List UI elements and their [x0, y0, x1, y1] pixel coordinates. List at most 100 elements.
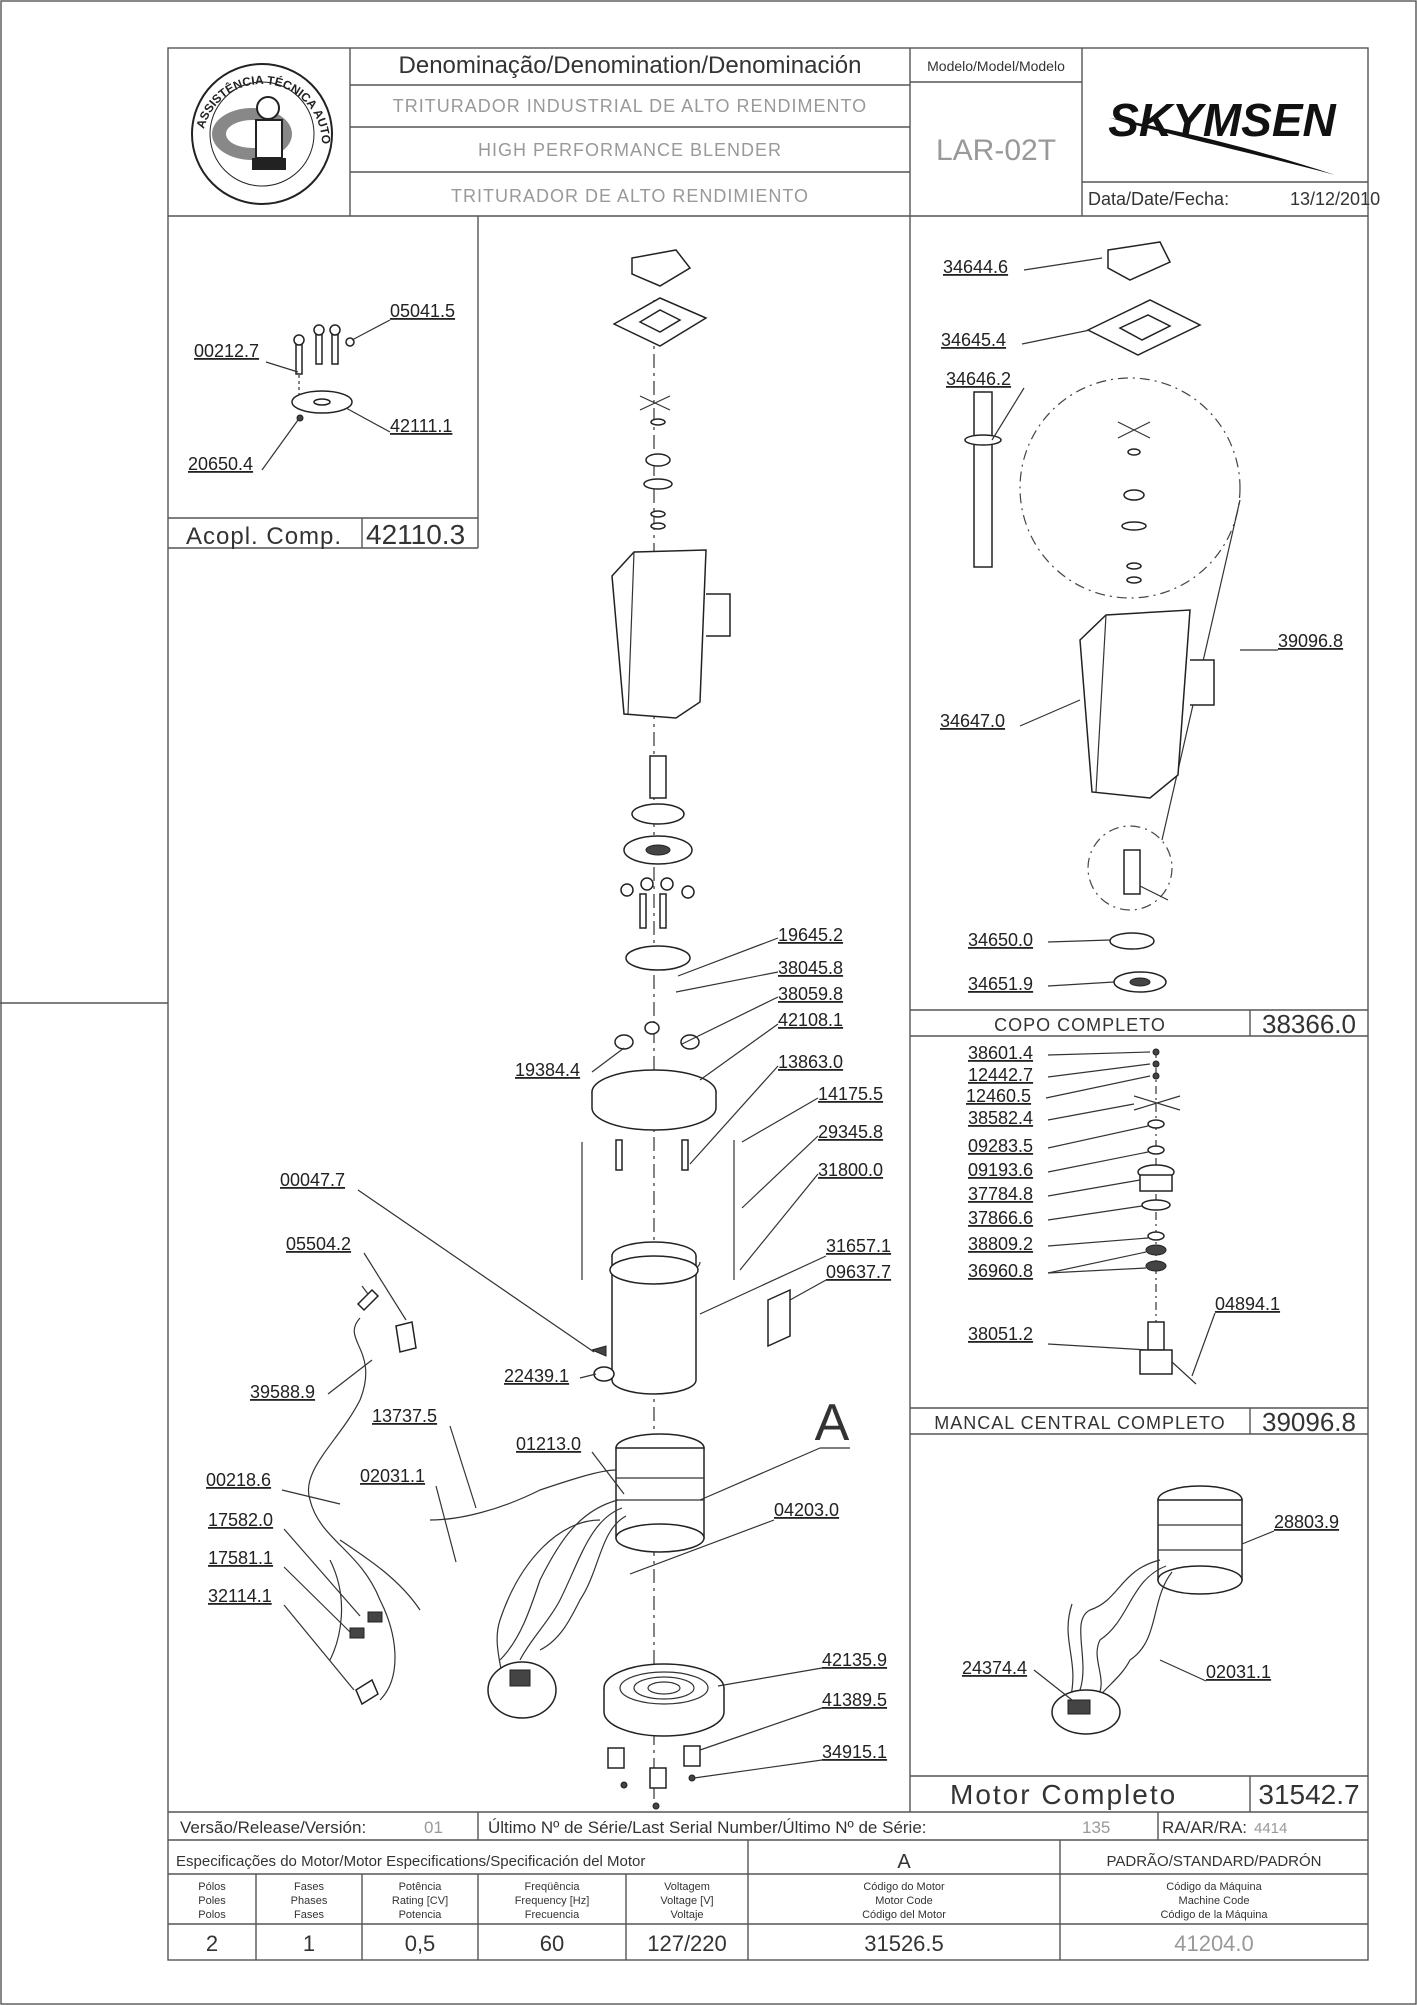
part-label: 24374.4: [962, 1658, 1027, 1678]
col-header-phases: Fases: [294, 1881, 324, 1893]
phases-value: 1: [303, 1931, 315, 1956]
model-value: LAR-02T: [936, 134, 1056, 167]
part-label: 17581.1: [208, 1548, 273, 1568]
part-label: 34651.9: [968, 974, 1033, 994]
bearing-code: 39096.8: [1262, 1407, 1356, 1437]
part-label: 02031.1: [1206, 1662, 1271, 1682]
part-label: 19384.4: [515, 1060, 580, 1080]
part-label: 38601.4: [968, 1043, 1033, 1063]
motor-drawing: [1051, 1485, 1243, 1735]
col-header-frequency: Frequency [Hz]: [515, 1895, 590, 1907]
brand-wordmark: SKYMSEN: [1108, 94, 1336, 146]
standard-label: PADRÃO/STANDARD/PADRÓN: [1106, 1853, 1321, 1870]
description-es: TRITURADOR DE ALTO RENDIMIENTO: [451, 186, 809, 206]
col-header-machine-code: Código da Máquina: [1166, 1881, 1262, 1893]
part-label: 42135.9: [822, 1650, 887, 1670]
part-label: 36960.8: [968, 1261, 1033, 1281]
coupling-exploded-drawing: [291, 324, 355, 422]
rating-value: 0,5: [405, 1931, 436, 1956]
part-label: 05041.5: [390, 301, 455, 321]
part-label: 39588.9: [250, 1382, 315, 1402]
bearing-exploded-drawing: [1133, 1048, 1197, 1385]
main-part-labels-left: 19384.4 00047.7 05504.2 39588.9 22439.1 …: [206, 1047, 625, 1691]
detail-mark-a: A: [815, 1394, 850, 1452]
main-part-labels-right: 19645.2 38045.8 38059.8 42108.1 13863.0 …: [629, 925, 891, 1779]
part-label: 42111.1: [390, 416, 452, 436]
col-header-rating: Rating [CV]: [392, 1895, 448, 1907]
part-label: 38582.4: [968, 1108, 1033, 1128]
part-label: 12460.5: [966, 1086, 1031, 1106]
col-header-rating: Potência: [399, 1881, 443, 1893]
col-header-frequency: Freqüência: [524, 1881, 580, 1893]
part-label: 22439.1: [504, 1366, 569, 1386]
coupling-panel: Acopl. Comp. 42110.3 05041.5 00212.7 421…: [168, 216, 479, 550]
cup-label: COPO COMPLETO: [994, 1015, 1166, 1035]
motor-label: Motor Completo: [950, 1779, 1177, 1810]
part-label: 00212.7: [194, 341, 259, 361]
coupling-code: 42110.3: [366, 519, 465, 550]
col-header-motor-code: Código del Motor: [862, 1909, 946, 1921]
part-label: 00047.7: [280, 1170, 345, 1190]
main-exploded-drawing: A: [307, 249, 850, 1810]
part-label: 32114.1: [208, 1586, 272, 1606]
coupling-label: Acopl. Comp.: [186, 523, 342, 550]
part-label: 37784.8: [968, 1184, 1033, 1204]
bearing-part-labels: 38601.4 12442.7 12460.5 38582.4 09283.5 …: [966, 1043, 1280, 1377]
col-header-phases: Fases: [294, 1909, 324, 1921]
drawing-frame: [167, 47, 1369, 1961]
description-en: HIGH PERFORMANCE BLENDER: [478, 140, 782, 160]
skymsen-logo: SKYMSEN: [1108, 94, 1337, 175]
part-label: 42108.1: [778, 1010, 843, 1030]
release-value: 01: [424, 1818, 443, 1837]
part-label: 13737.5: [372, 1406, 437, 1426]
part-label: 04894.1: [1215, 1294, 1280, 1314]
part-label: 31800.0: [818, 1160, 883, 1180]
part-label: 01213.0: [516, 1434, 581, 1454]
variant-value: A: [897, 1851, 911, 1873]
col-header-voltage: Voltage [V]: [660, 1895, 713, 1907]
part-label: 09193.6: [968, 1160, 1033, 1180]
part-label: 05504.2: [286, 1234, 351, 1254]
title-block: Denominação/Denomination/Denominación TR…: [168, 48, 1380, 217]
date-label: Data/Date/Fecha:: [1088, 189, 1229, 209]
part-label: 09283.5: [968, 1136, 1033, 1156]
part-label: 20650.4: [188, 454, 253, 474]
description-pt: TRITURADOR INDUSTRIAL DE ALTO RENDIMENTO: [393, 96, 867, 116]
part-label: 19645.2: [778, 925, 843, 945]
col-header-frequency: Frecuencia: [525, 1909, 580, 1921]
part-label: 34644.6: [943, 257, 1008, 277]
col-header-phases: Phases: [291, 1895, 328, 1907]
cup-exploded-drawing: [964, 241, 1241, 993]
model-label: Modelo/Model/Modelo: [927, 58, 1065, 74]
part-label: 34645.4: [941, 330, 1006, 350]
footer-spec-table: Versão/Release/Versión: 01 Último Nº de …: [168, 1811, 1368, 1960]
part-label: 28803.9: [1274, 1512, 1339, 1532]
part-label: 29345.8: [818, 1122, 883, 1142]
motor-code-value: 31526.5: [864, 1931, 944, 1956]
part-label: 41389.5: [822, 1690, 887, 1710]
release-label: Versão/Release/Versión:: [180, 1818, 366, 1837]
motor-spec-label: Especificações do Motor/Motor Especifica…: [176, 1853, 645, 1870]
part-label: 38045.8: [778, 958, 843, 978]
part-label: 17582.0: [208, 1510, 273, 1530]
part-label: 00218.6: [206, 1470, 271, 1490]
part-label: 02031.1: [360, 1466, 425, 1486]
motor-panel: Motor Completo 31542.7 28803.9 24374.4 0…: [910, 1485, 1368, 1812]
col-header-poles: Poles: [198, 1895, 226, 1907]
part-label: 13863.0: [778, 1052, 843, 1072]
part-label: 37866.6: [968, 1208, 1033, 1228]
col-header-machine-code: Código de la Máquina: [1160, 1909, 1268, 1921]
part-label: 09637.7: [826, 1262, 891, 1282]
cup-code: 38366.0: [1262, 1009, 1356, 1039]
part-label: 12442.7: [968, 1065, 1033, 1085]
voltage-value: 127/220: [647, 1931, 727, 1956]
part-label: 38059.8: [778, 984, 843, 1004]
ra-value: 4414: [1254, 1820, 1287, 1837]
date-value: 13/12/2010: [1290, 189, 1380, 209]
col-header-voltage: Voltaje: [670, 1909, 703, 1921]
part-label: 04203.0: [774, 1500, 839, 1520]
col-header-poles: Pólos: [198, 1881, 226, 1893]
part-label: 39096.8: [1278, 631, 1343, 651]
bearing-label: MANCAL CENTRAL COMPLETO: [934, 1413, 1225, 1433]
